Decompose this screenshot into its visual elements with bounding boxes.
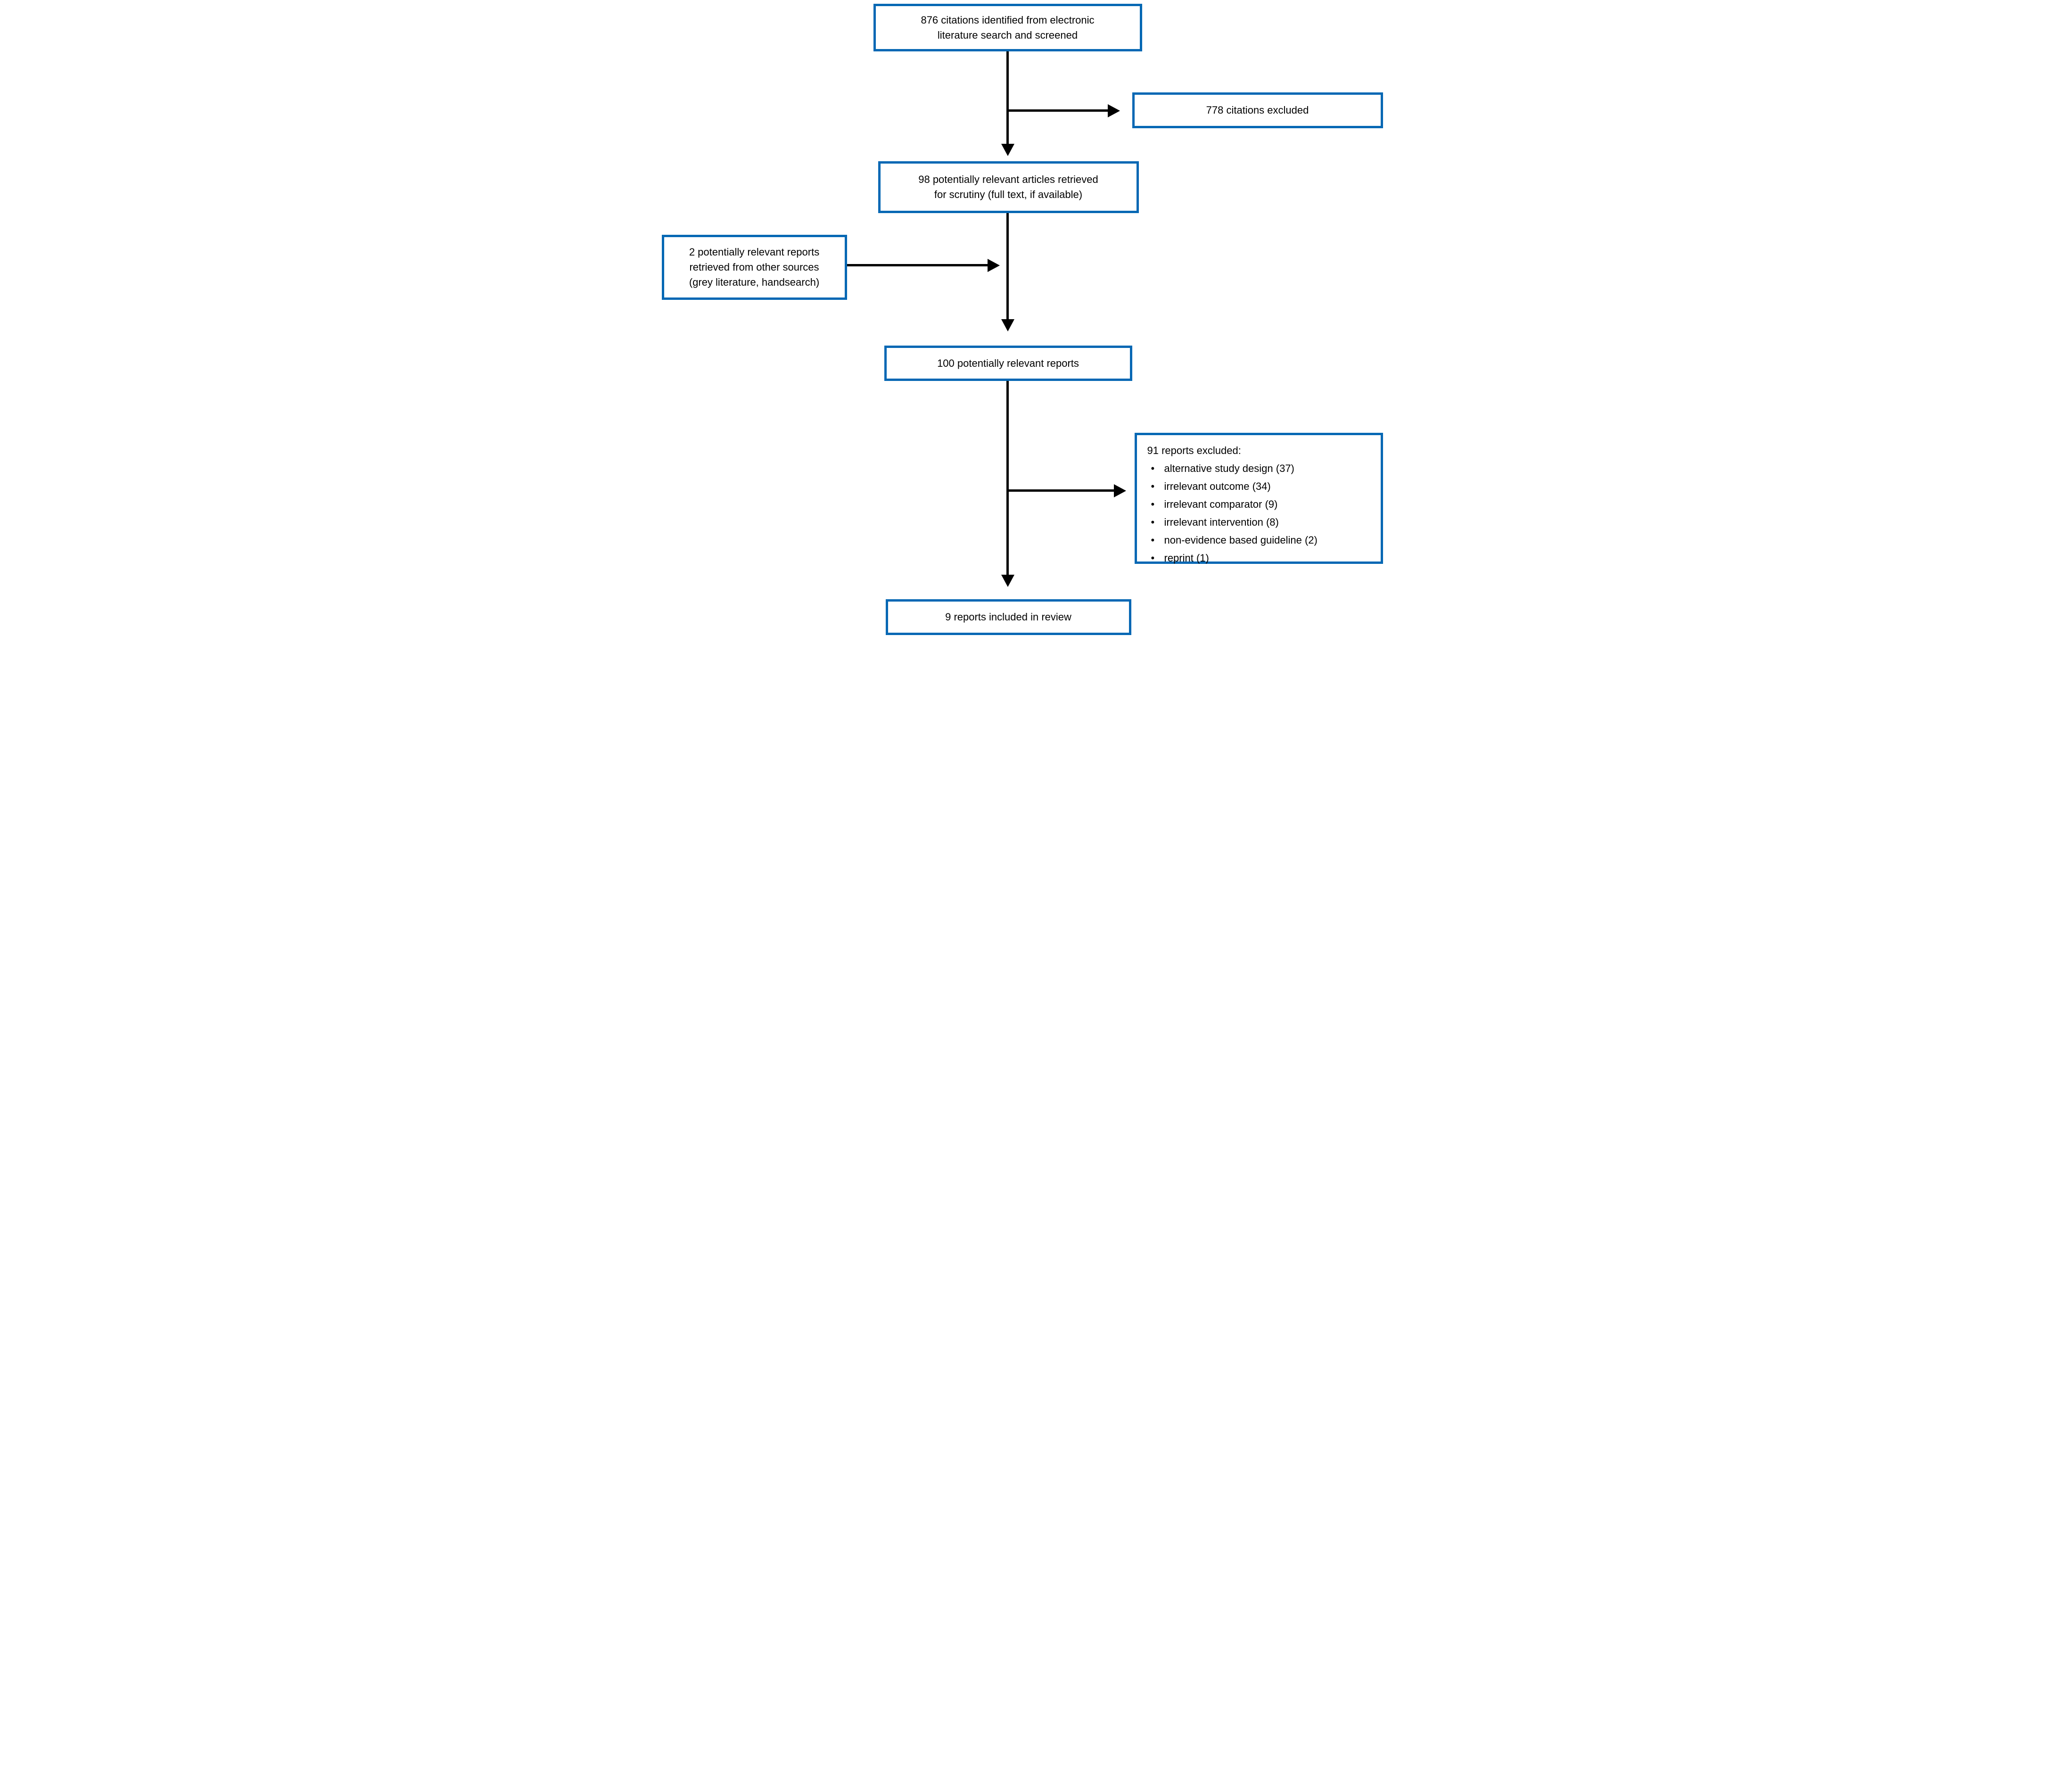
citations-excluded-label: 778 citations excluded [1206,104,1309,116]
articles-retrieved-label: 98 potentially relevant articles retriev… [918,173,1098,200]
excluded-reason-item: irrelevant outcome (34) [1147,478,1374,495]
connector-identified-to-retrieved-line [1006,51,1009,144]
connector-to-reports-excluded-line [1007,489,1114,492]
connector-retrieved-to-reports-line [1006,213,1009,319]
box-articles-retrieved: 98 potentially relevant articles retriev… [878,161,1139,213]
arrowhead-down-to-reports [1001,319,1014,331]
box-citations-excluded: 778 citations excluded [1132,92,1383,128]
excluded-reason-item: reprint (1) [1147,549,1374,567]
box-reports-excluded: 91 reports excluded: alternative study d… [1134,433,1383,567]
citations-identified-label: 876 citations identified from electronic… [921,14,1095,41]
other-sources-label: 2 potentially relevant reports retrieved… [689,246,820,288]
excluded-reason-item: non-evidence based guideline (2) [1147,531,1374,549]
connector-reports-to-included-line [1006,381,1009,575]
connector-other-sources-line [847,264,988,266]
relevant-reports-label: 100 potentially relevant reports [937,357,1079,369]
excluded-reasons-list: alternative study design (37)irrelevant … [1147,460,1374,567]
box-other-sources: 2 potentially relevant reports retrieved… [661,235,847,300]
reports-included-label: 9 reports included in review [945,611,1071,623]
excluded-reason-item: alternative study design (37) [1147,460,1374,478]
arrowhead-right-to-citations-excluded [1107,104,1120,117]
excluded-reason-item: irrelevant comparator (9) [1147,495,1374,513]
arrowhead-down-to-retrieved [1001,144,1014,156]
screening-flow-diagram: 876 citations identified from electronic… [661,0,1390,637]
arrowhead-right-to-reports-excluded [1113,484,1126,497]
arrowhead-right-from-other-sources [987,259,1000,272]
box-citations-identified: 876 citations identified from electronic… [873,4,1142,51]
box-reports-included: 9 reports included in review [885,599,1131,635]
excluded-reason-item: irrelevant intervention (8) [1147,513,1374,531]
box-relevant-reports: 100 potentially relevant reports [884,346,1132,381]
reports-excluded-title: 91 reports excluded: [1147,445,1241,456]
arrowhead-down-to-included [1001,575,1014,587]
connector-to-citations-excluded-line [1007,109,1108,112]
